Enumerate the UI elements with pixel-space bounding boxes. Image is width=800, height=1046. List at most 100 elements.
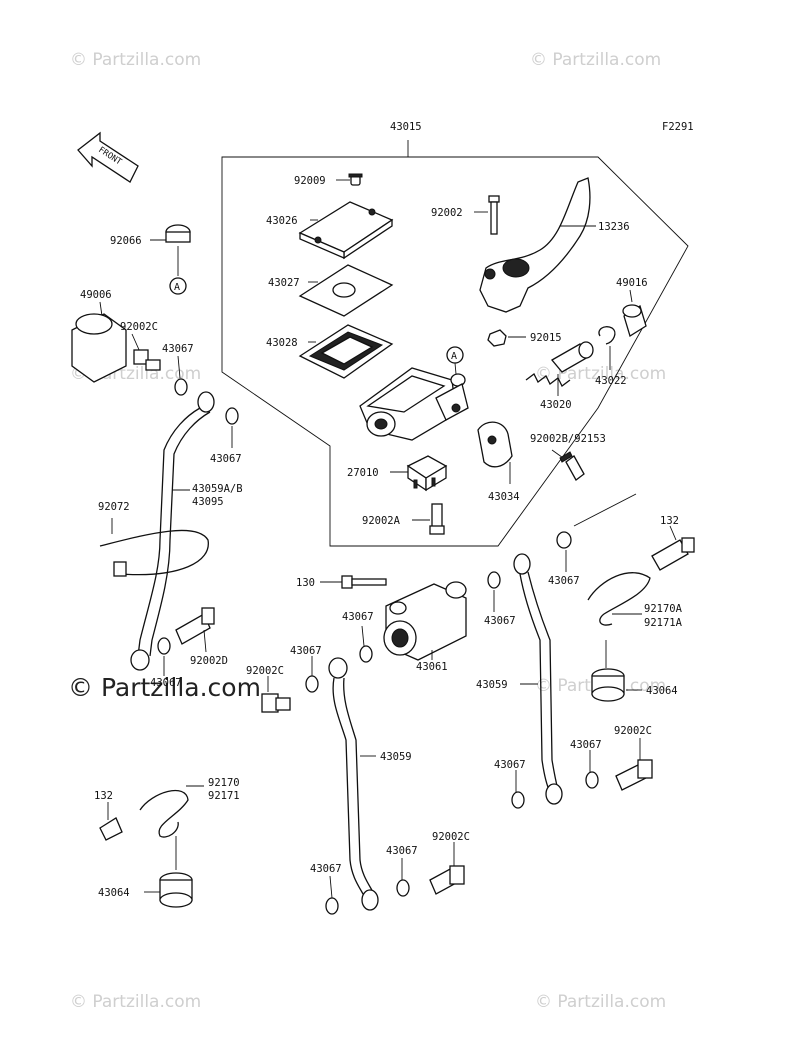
clamp-92170 [139, 785, 204, 838]
bolt-130 [320, 575, 387, 589]
part-number-label: 132 [94, 790, 113, 802]
part-number-label: 13236 [598, 221, 630, 233]
screw-92009 [336, 173, 363, 186]
part-number-label: 43020 [540, 399, 572, 411]
pivot-bolt-92002 [474, 195, 500, 235]
part-number-label: 43067 [310, 863, 342, 875]
brake-hose-43059-a [328, 657, 379, 911]
part-number-label: 43059 [476, 679, 508, 691]
part-number-label: 27010 [347, 467, 379, 479]
circlip-43022 [598, 326, 616, 370]
part-number-label: 92002A [362, 515, 401, 527]
svg-text:A: A [451, 351, 457, 362]
cap-92066: A [150, 224, 191, 295]
figure-id: F2291 [662, 121, 694, 133]
front-arrow-icon: FRONT [77, 131, 139, 183]
bolt-92002c-b [261, 676, 291, 713]
part-number-label: 92002C [432, 831, 470, 843]
part-number-label: 92002C [120, 321, 158, 333]
watermark: © Partzilla.com [535, 992, 667, 1012]
diaphragm-plate-43027 [298, 264, 394, 317]
part-number-label: 92170 [208, 777, 240, 789]
part-number-label: 43059A/B [192, 483, 243, 495]
bolt-92002b [551, 449, 585, 481]
part-number-label: 92170A [644, 603, 683, 615]
part-number-label: 43067 [484, 615, 516, 627]
part-number-label: 92009 [294, 175, 326, 187]
diaphragm-43028 [298, 324, 394, 379]
part-number-label: 92171A [644, 617, 683, 629]
part-number-label: 43059 [380, 751, 412, 763]
watermark: © Partzilla.com [70, 50, 202, 70]
piston-kit-43020 [525, 341, 594, 396]
nut-92015 [487, 329, 526, 347]
grommet-43064-a [591, 640, 642, 702]
ref-marker-a-2: A [174, 282, 180, 293]
guide-line [573, 493, 637, 527]
washer-43067-b [225, 407, 239, 448]
ref-marker-a: A [446, 346, 464, 375]
washer-43067-d [487, 571, 501, 612]
part-number-label: 132 [660, 515, 679, 527]
washer-43067-g [325, 875, 339, 915]
bolt-92002c-a [131, 333, 161, 371]
part-number-label: 43067 [386, 845, 418, 857]
watermark-main: © Partzilla.com [68, 673, 261, 702]
washer-43067-j [585, 750, 599, 789]
part-number-label: 43028 [266, 337, 298, 349]
clamp-92170a [587, 572, 651, 626]
washer-43067-k [511, 770, 525, 809]
washer-43067-a [174, 355, 188, 396]
washer-43067-f [305, 656, 319, 693]
part-number-label: 43015 [390, 121, 422, 133]
part-number-label: 43067 [210, 453, 242, 465]
part-number-label: 43067 [548, 575, 580, 587]
boot-49016 [622, 289, 647, 338]
part-number-label: 92002B/92153 [530, 433, 606, 445]
brake-switch-27010 [390, 455, 448, 492]
part-number-label: 92015 [530, 332, 562, 344]
part-number-label: 92072 [98, 501, 130, 513]
reservoir-cap-43026 [298, 201, 394, 260]
part-number-label: 43067 [342, 611, 374, 623]
washer-43067-i [556, 531, 572, 572]
part-number-label: 43064 [98, 887, 130, 899]
brake-hose-43059-b [513, 553, 563, 805]
part-number-label: 43067 [570, 739, 602, 751]
brake-hose-43059ab [130, 391, 215, 671]
part-number-label: 43022 [595, 375, 627, 387]
part-number-label: 92002D [190, 655, 228, 667]
part-number-label: 92171 [208, 790, 240, 802]
cylinder-43061 [383, 581, 467, 661]
bolt-92002c-d [615, 738, 653, 791]
clamp-43034 [477, 421, 513, 484]
part-number-label: 43067 [290, 645, 322, 657]
part-number-label: 92002 [431, 207, 463, 219]
grommet-43064-b [144, 836, 193, 908]
clamp-strap-92072 [99, 518, 209, 577]
part-number-label: 43061 [416, 661, 448, 673]
washer-43067-c [157, 637, 171, 676]
part-number-label: 49006 [80, 289, 112, 301]
part-number-label: 43067 [162, 343, 194, 355]
bolt-92002c-c [429, 842, 465, 895]
bolt-132-a [651, 525, 695, 571]
part-number-label: 43064 [646, 685, 678, 697]
part-number-label: 92066 [110, 235, 142, 247]
brake-lever-13236 [479, 177, 596, 313]
washer-43067-h [396, 858, 410, 897]
part-number-label: 43067 [494, 759, 526, 771]
part-number-label: 43027 [268, 277, 300, 289]
master-cylinder-body [359, 367, 469, 441]
part-number-label: 92002C [246, 665, 284, 677]
washer-43067-e [359, 625, 373, 663]
part-number-label: 43067 [150, 677, 182, 689]
watermark: © Partzilla.com [70, 992, 202, 1012]
part-number-label: 49016 [616, 277, 648, 289]
assembly-boundary [221, 156, 689, 547]
bolt-132-b [99, 802, 123, 841]
bolt-92002d [175, 607, 215, 653]
